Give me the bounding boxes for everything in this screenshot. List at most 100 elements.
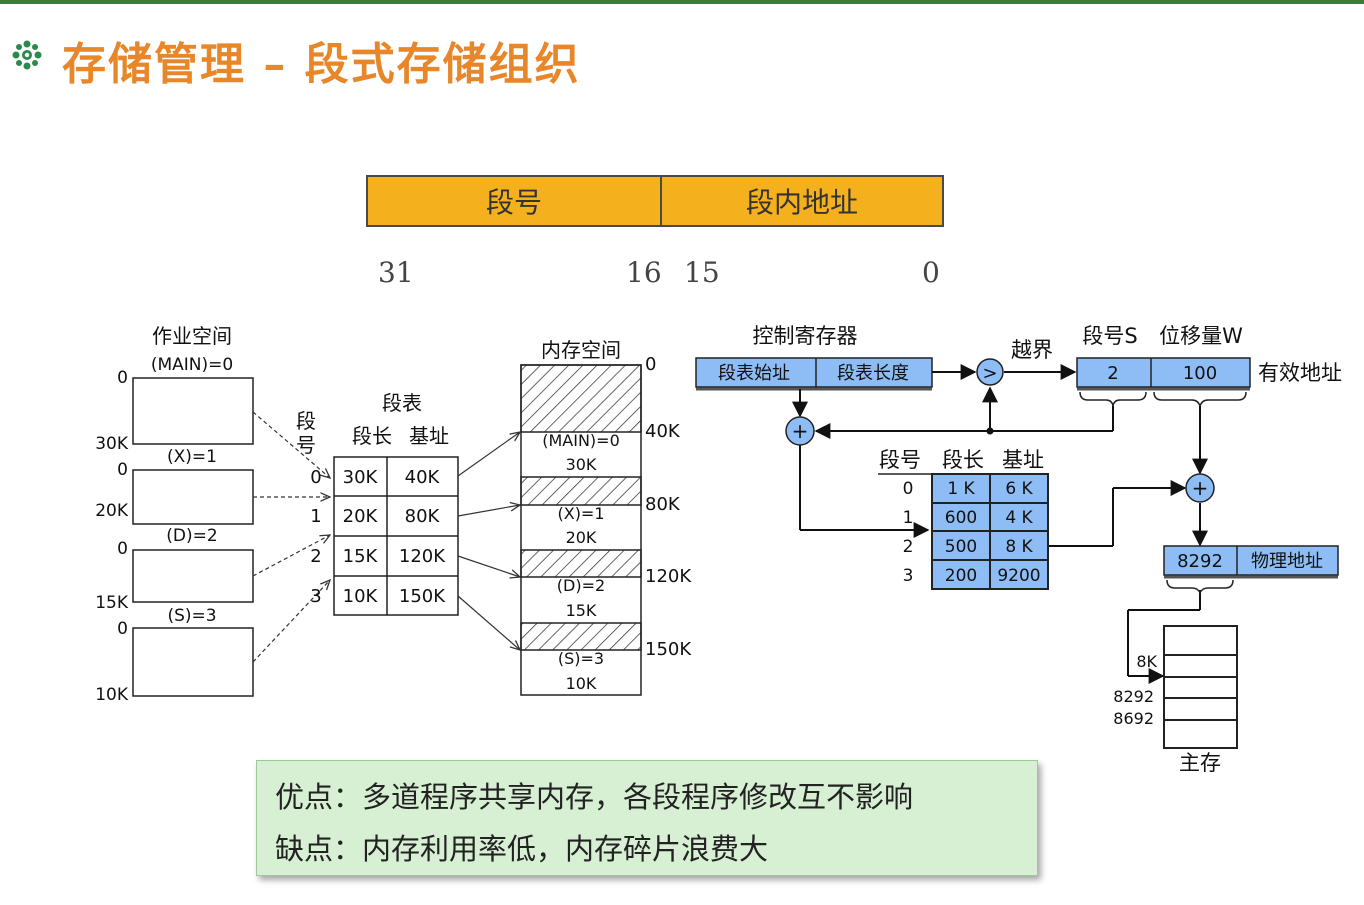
physical-address-register bbox=[1163, 545, 1339, 596]
main-memory-label: 主存 bbox=[1179, 751, 1221, 775]
control-register bbox=[695, 357, 933, 391]
row-no: 1 bbox=[310, 506, 321, 527]
row-base: 80K bbox=[405, 506, 441, 527]
disadvantages-text: 缺点：内存利用率低，内存碎片浪费大 bbox=[275, 832, 769, 866]
table-start-field: 段表始址 bbox=[718, 363, 790, 384]
col-base-header: 基址 bbox=[409, 424, 449, 448]
eff-disp-value: 100 bbox=[1183, 363, 1217, 384]
rt-col-no: 段号 bbox=[879, 448, 921, 472]
mem-block-size: 15K bbox=[566, 601, 597, 620]
job-seg-size: 20K bbox=[95, 501, 129, 521]
mem-address: 0 bbox=[645, 354, 656, 375]
table-to-memory-links bbox=[457, 432, 520, 650]
seg-no-label-1: 段 bbox=[296, 409, 316, 433]
memory-space-title: 内存空间 bbox=[541, 338, 621, 362]
page-title: 存储管理 – 段式存储组织 bbox=[62, 39, 581, 90]
segment-offset-field: 段内地址 bbox=[745, 186, 858, 219]
table-length-field: 段表长度 bbox=[837, 363, 909, 384]
table-row: 1 600 4 K bbox=[903, 508, 1034, 528]
segment-table bbox=[333, 456, 459, 616]
rt-row-base: 8 K bbox=[1005, 537, 1033, 557]
job-segment-d: (D)=2 0 15K bbox=[95, 526, 254, 613]
job-segment-x: (X)=1 0 20K bbox=[95, 447, 254, 525]
compare-node: > bbox=[976, 358, 1004, 386]
rt-row-length: 600 bbox=[945, 508, 977, 528]
gear-flower-icon bbox=[12, 40, 42, 70]
job-seg-name: (MAIN)=0 bbox=[151, 355, 233, 375]
mem-block-size: 20K bbox=[566, 528, 597, 547]
top-accent-line bbox=[0, 0, 1364, 4]
bit-15-label: 15 bbox=[684, 256, 720, 289]
mem-address: 120K bbox=[645, 566, 692, 587]
mem-address: 150K bbox=[645, 639, 692, 660]
rt-row-length: 1 K bbox=[947, 479, 975, 499]
rt-row-base: 9200 bbox=[997, 566, 1040, 586]
pros-cons-box: 优点：多道程序共享内存，各段程序修改互不影响 缺点：内存利用率低，内存碎片浪费大 bbox=[256, 760, 1038, 876]
rt-row-length: 500 bbox=[945, 537, 977, 557]
memory-column bbox=[520, 364, 642, 696]
table-row: 0 30K 40K bbox=[310, 467, 440, 488]
row-no: 3 bbox=[310, 586, 321, 607]
adder-right: + bbox=[1185, 473, 1215, 503]
eff-seg-value: 2 bbox=[1107, 363, 1118, 384]
job-seg-top: 0 bbox=[117, 539, 128, 559]
table-row: 1 20K 80K bbox=[310, 506, 440, 527]
job-segment-s: (S)=3 0 10K bbox=[95, 606, 254, 705]
job-seg-name: (X)=1 bbox=[167, 447, 217, 467]
junction-dot bbox=[986, 427, 994, 435]
job-space-title: 作业空间 bbox=[152, 324, 232, 348]
row-length: 30K bbox=[343, 467, 379, 488]
disp-w-label: 位移量W bbox=[1159, 324, 1243, 348]
seg-s-label: 段号S bbox=[1082, 324, 1137, 348]
control-register-label: 控制寄存器 bbox=[753, 324, 858, 348]
overflow-label: 越界 bbox=[1011, 338, 1053, 362]
job-to-table-links bbox=[252, 411, 330, 663]
effective-address-register bbox=[1076, 357, 1251, 391]
row-base: 150K bbox=[399, 586, 446, 607]
job-seg-top: 0 bbox=[117, 619, 128, 639]
segment-table-title: 段表 bbox=[382, 391, 422, 415]
mem-block-name: (S)=3 bbox=[558, 649, 604, 668]
rt-col-length: 段长 bbox=[942, 448, 984, 472]
rt-col-base: 基址 bbox=[1002, 448, 1044, 472]
rt-row-no: 2 bbox=[903, 537, 914, 557]
row-no: 0 bbox=[310, 467, 321, 488]
mem-block-name: (X)=1 bbox=[557, 504, 604, 523]
row-no: 2 bbox=[310, 546, 321, 567]
mem-address: 40K bbox=[645, 421, 681, 442]
row-length: 15K bbox=[343, 546, 379, 567]
col-length-header: 段长 bbox=[352, 424, 392, 448]
row-length: 20K bbox=[343, 506, 379, 527]
physical-address-value: 8292 bbox=[1177, 551, 1223, 572]
mem-address: 80K bbox=[645, 494, 681, 515]
svg-text:+: + bbox=[1192, 476, 1209, 500]
job-segment-main: (MAIN)=0 0 30K bbox=[95, 355, 254, 454]
job-seg-name: (D)=2 bbox=[166, 526, 217, 546]
main-memory-block bbox=[1163, 625, 1238, 749]
bit-0-label: 0 bbox=[922, 256, 940, 289]
right-segment-table bbox=[931, 473, 1049, 590]
table-row: 0 1 K 6 K bbox=[903, 479, 1034, 499]
mem-block-name: (MAIN)=0 bbox=[542, 431, 620, 450]
mem-block-size: 10K bbox=[566, 674, 597, 693]
mem-block-name: (D)=2 bbox=[557, 576, 605, 595]
effective-address-label: 有效地址 bbox=[1258, 361, 1342, 385]
job-seg-top: 0 bbox=[117, 460, 128, 480]
rt-row-no: 1 bbox=[903, 508, 914, 528]
seg-no-label-2: 号 bbox=[296, 433, 316, 457]
table-row: 2 15K 120K bbox=[310, 546, 446, 567]
table-row: 2 500 8 K bbox=[903, 537, 1034, 557]
physical-address-label: 物理地址 bbox=[1251, 551, 1323, 572]
svg-text:>: > bbox=[982, 363, 997, 384]
row-base: 120K bbox=[399, 546, 446, 567]
disp-brace bbox=[1153, 391, 1247, 409]
rt-row-base: 6 K bbox=[1005, 479, 1033, 499]
job-seg-size: 30K bbox=[95, 434, 129, 454]
mm-addr-a: 8292 bbox=[1113, 687, 1154, 706]
row-base: 40K bbox=[405, 467, 441, 488]
address-format-bar: 段号 段内地址 bbox=[366, 175, 944, 227]
rt-row-no: 0 bbox=[903, 479, 914, 499]
mm-addr-b: 8692 bbox=[1113, 709, 1154, 728]
table-row: 3 10K 150K bbox=[310, 586, 446, 607]
